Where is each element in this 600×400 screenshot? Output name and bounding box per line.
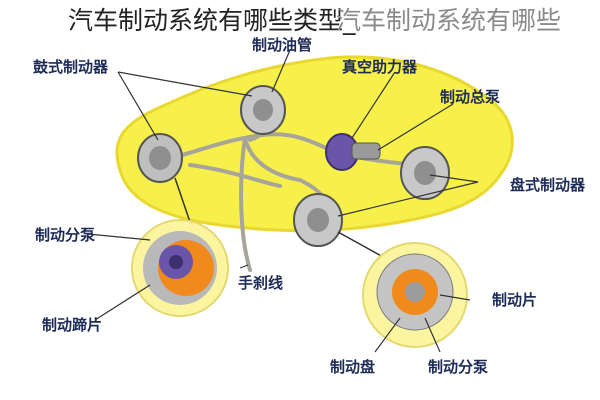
label-brake-fluid: 制动油管 <box>252 36 312 54</box>
label-master-cylinder: 制动总泵 <box>440 88 500 106</box>
wheel-rear-right <box>400 146 450 200</box>
title-overlay-text: 汽车制动系统有哪些 <box>336 6 562 35</box>
vacuum-booster <box>325 133 381 171</box>
label-wheel-cylinder-left: 制动分泵 <box>35 226 95 244</box>
label-handbrake-cable: 手刹线 <box>238 274 283 292</box>
label-brake-disc: 制动盘 <box>330 358 375 376</box>
label-drum-brake: 鼓式制动器 <box>33 58 109 76</box>
wheel-rear-left <box>293 193 343 247</box>
label-disc-brake: 盘式制动器 <box>510 176 586 194</box>
label-brake-shoe: 制动蹄片 <box>42 316 102 334</box>
label-vacuum-booster: 真空助力器 <box>342 58 418 76</box>
disc-brake-detail <box>337 231 468 348</box>
page-title: 汽车制动系统有哪些类型_ 汽车制动系统有哪些 <box>0 4 600 40</box>
label-brake-pad: 制动片 <box>492 291 537 309</box>
wheel-front-left <box>137 133 183 183</box>
leader-lines <box>87 49 479 353</box>
title-text: 汽车制动系统有哪些类型_ <box>68 6 356 35</box>
wheel-front-right <box>240 85 286 135</box>
label-wheel-cylinder-bottom: 制动分泵 <box>428 358 488 376</box>
drum-brake-detail <box>131 177 229 317</box>
